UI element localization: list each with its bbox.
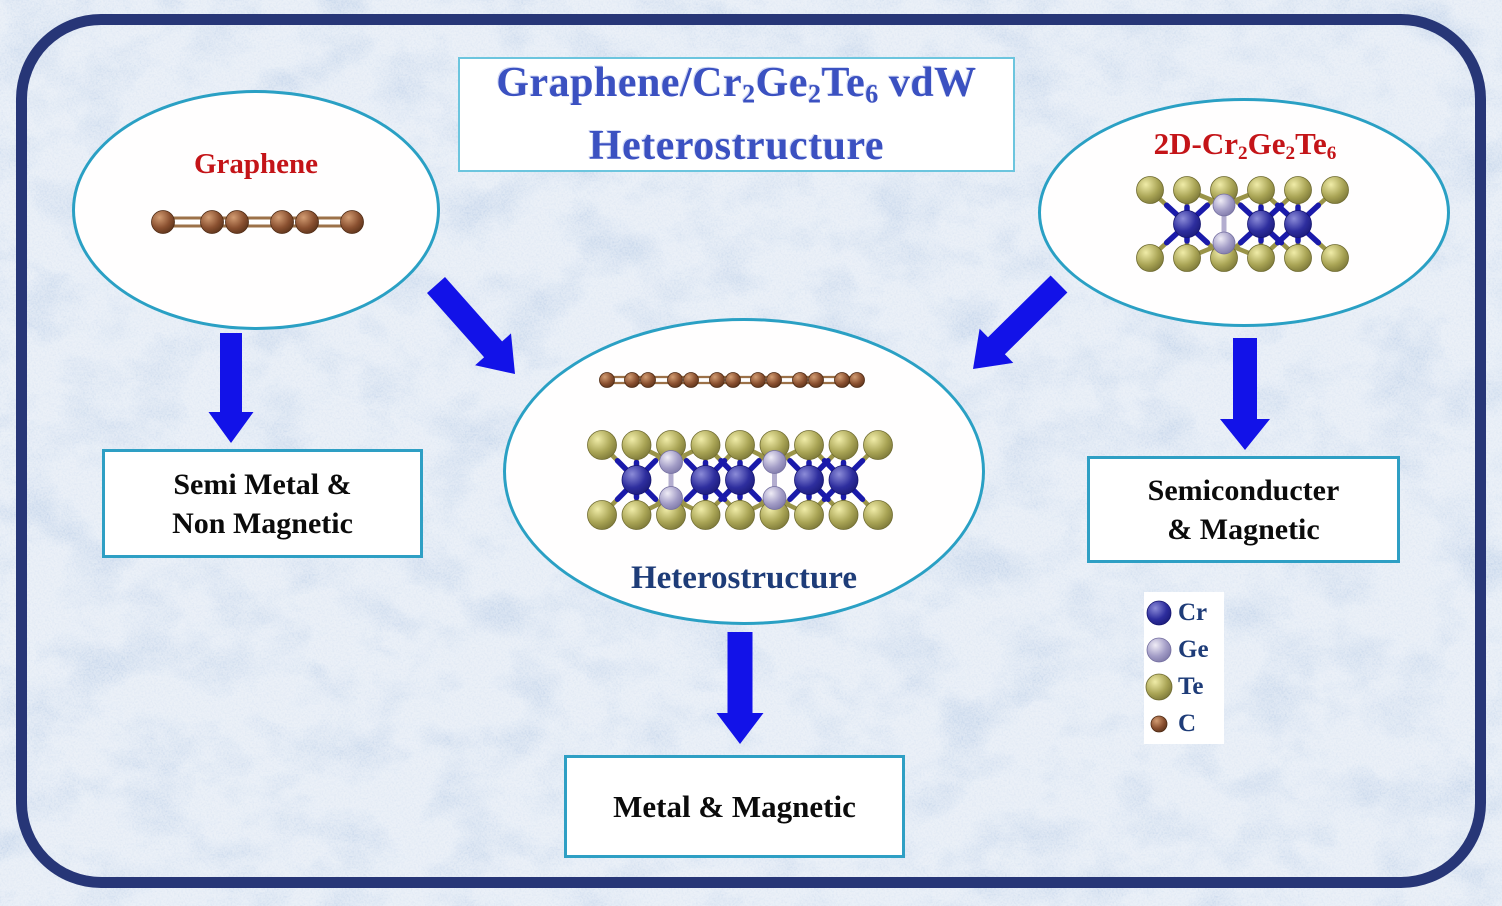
- cr-atom-icon: [1144, 599, 1174, 627]
- legend-label-cr: Cr: [1178, 598, 1208, 626]
- legend-row-ge: Ge: [1144, 632, 1224, 668]
- outer-rounded-border: [16, 14, 1486, 888]
- te-atom-icon: [1144, 673, 1174, 701]
- metal-magnetic-box: Metal & Magnetic: [564, 755, 905, 858]
- metal-magnetic-label: Metal & Magnetic: [613, 788, 856, 824]
- graphene-label: Graphene: [193, 148, 319, 180]
- c-atom-icon: [1144, 710, 1174, 738]
- atom-legend: Cr Ge Te C: [1144, 592, 1224, 744]
- semiconductor-line-1: Semiconducter: [1147, 473, 1340, 507]
- title-line-2: Heterostructure: [588, 123, 885, 170]
- semimetal-line-2: Non Magnetic: [172, 506, 353, 540]
- semimetal-line-1: Semi Metal &: [173, 467, 352, 501]
- heterostructure-label: Heterostructure: [630, 560, 858, 596]
- cgt-label: 2D-Cr2Ge2Te6: [1153, 126, 1337, 164]
- legend-label-c: C: [1178, 709, 1197, 737]
- semimetal-box: Semi Metal & Non Magnetic: [102, 449, 423, 558]
- legend-label-te: Te: [1178, 672, 1204, 700]
- legend-row-te: Te: [1144, 669, 1224, 705]
- semiconductor-line-2: & Magnetic: [1167, 512, 1320, 546]
- graphene-node-ellipse: [72, 90, 440, 330]
- legend-row-cr: Cr: [1144, 595, 1224, 631]
- semiconductor-box: Semiconducter & Magnetic: [1087, 456, 1400, 563]
- legend-row-c: C: [1144, 706, 1224, 742]
- legend-label-ge: Ge: [1178, 635, 1209, 663]
- ge-atom-icon: [1144, 636, 1174, 664]
